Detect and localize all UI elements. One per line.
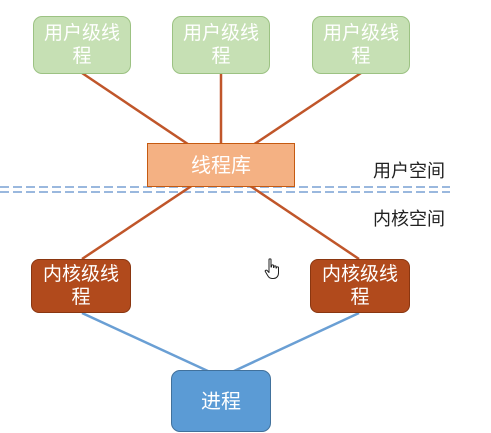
user-thread-3: 用户级线程: [312, 16, 410, 74]
process-line-right: [231, 311, 360, 374]
user-space-label: 用户空间: [373, 161, 445, 182]
hand-pointer-icon: [264, 258, 279, 279]
kernel-thread-1: 内核级线程: [31, 259, 131, 313]
kernel-space-label: 内核空间: [373, 209, 445, 230]
kernel-thread-2: 内核级线程: [310, 259, 410, 313]
process-box: 进程: [171, 370, 271, 432]
user-thread-2: 用户级线程: [172, 16, 270, 74]
user-thread-1: 用户级线程: [33, 16, 131, 74]
process-line-left: [81, 311, 211, 374]
thread-library: 线程库: [147, 143, 295, 187]
